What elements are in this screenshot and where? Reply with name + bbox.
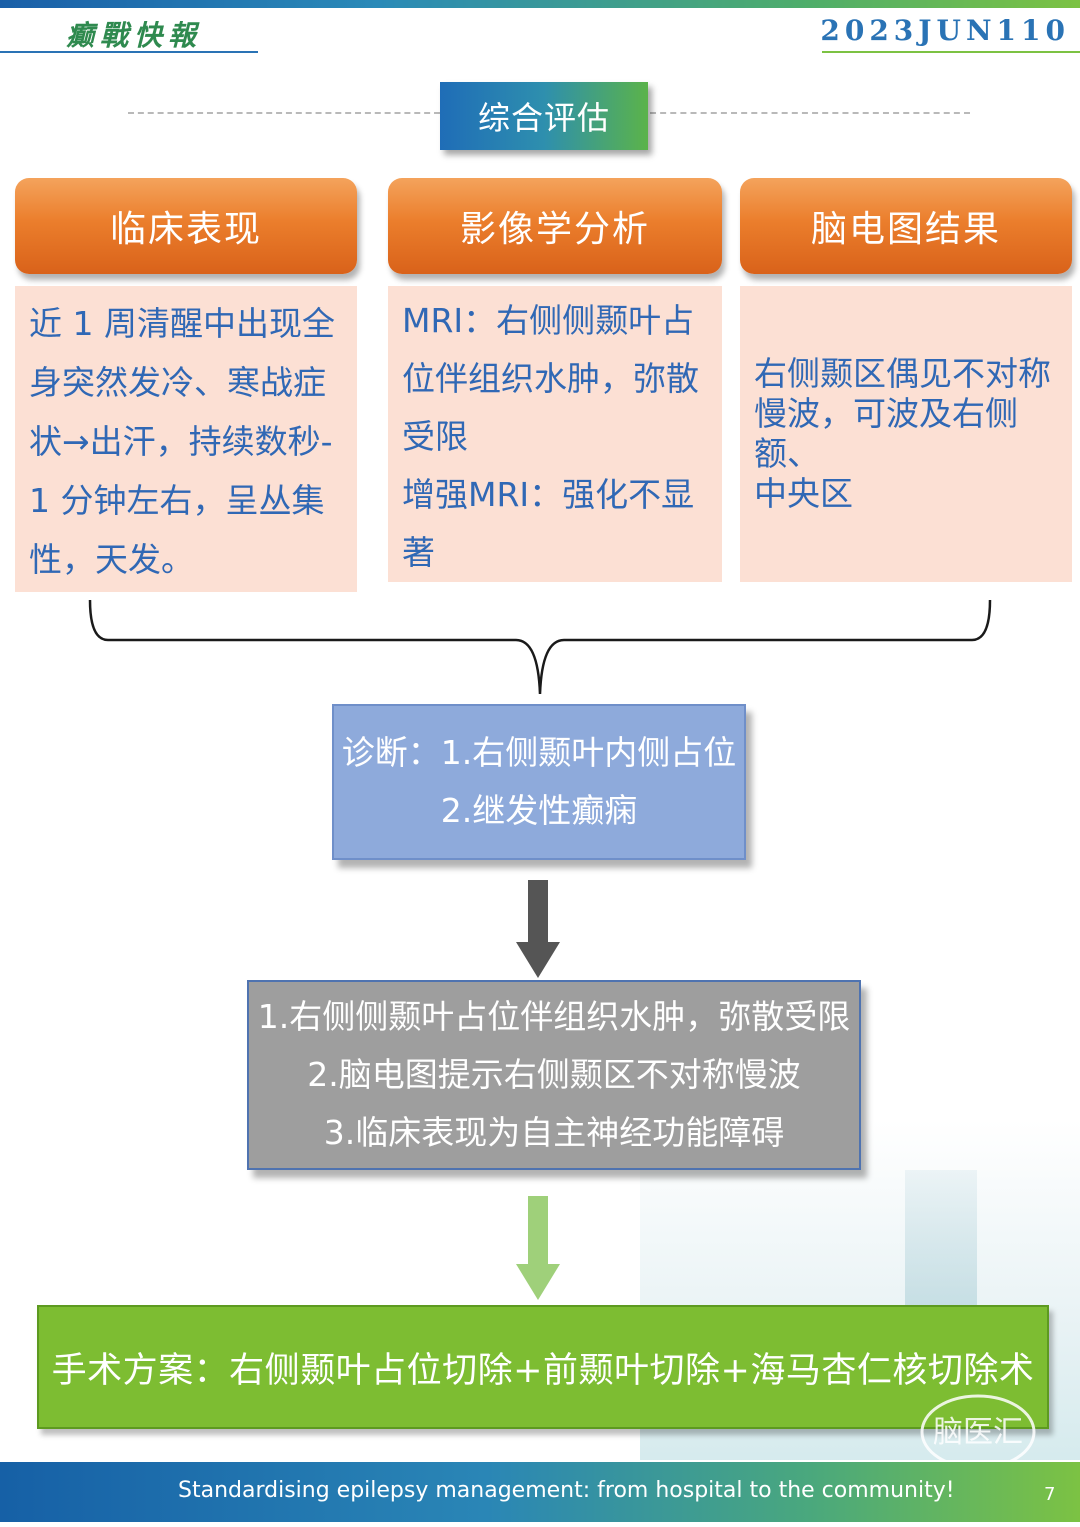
- imaging-line: 位伴组织水肿，弥散: [402, 359, 699, 398]
- imaging-line: MRI：右侧侧颞叶占: [402, 301, 695, 340]
- watermark-logo-icon: 脑医汇: [920, 1394, 1036, 1470]
- surgical-plan-text: 手术方案：右侧颞叶占位切除+前颞叶切除+海马杏仁核切除术: [51, 1350, 1035, 1391]
- summary-line-2: 2.脑电图提示右侧颞区不对称慢波: [307, 1055, 801, 1094]
- brand-logo-text: 癫戰快報: [66, 19, 203, 52]
- title-dash-right: [650, 112, 970, 114]
- surgical-plan-box: 手术方案：右侧颞叶占位切除+前颞叶切除+海马杏仁核切除术: [37, 1305, 1049, 1429]
- issue-number: 2023JUN110: [820, 14, 1070, 47]
- eeg-line: 中央区: [754, 474, 853, 513]
- down-arrow-icon: [516, 1196, 560, 1300]
- watermark-text: 脑医汇: [933, 1415, 1023, 1450]
- imaging-line: 增强MRI：强化不显: [402, 475, 695, 514]
- category-eeg-header: 脑电图结果: [740, 178, 1072, 274]
- diagnosis-line-1: 诊断：1.右侧颞叶内侧占位: [341, 733, 737, 772]
- imaging-line: 受限: [402, 417, 468, 456]
- page-number: 7: [1044, 1484, 1056, 1505]
- summary-line-3: 3.临床表现为自主神经功能障碍: [323, 1113, 785, 1152]
- eeg-line: 右侧颞区偶见不对称: [754, 354, 1051, 393]
- title-dash-left: [128, 112, 440, 114]
- imaging-card: MRI：右侧侧颞叶占 位伴组织水肿，弥散 受限 增强MRI：强化不显 著: [388, 286, 722, 582]
- top-gradient-bar: [0, 0, 1080, 8]
- imaging-line: 著: [402, 533, 435, 572]
- diagnosis-line-2: 2.继发性癫痫: [440, 791, 638, 830]
- summary-line-1: 1.右侧侧颞叶占位伴组织水肿，弥散受限: [257, 997, 851, 1036]
- clinical-line: 身突然发冷、寒战症: [29, 363, 326, 402]
- summary-box: 1.右侧侧颞叶占位伴组织水肿，弥散受限 2.脑电图提示右侧颞区不对称慢波 3.临…: [247, 980, 861, 1170]
- eeg-line: 慢波，可波及右侧额、: [754, 394, 1018, 473]
- brand-underline: [0, 51, 258, 53]
- clinical-line: 状→出汗，持续数秒-: [29, 422, 333, 461]
- grouping-brace: [88, 599, 992, 695]
- clinical-line: 性，天发。: [29, 540, 194, 579]
- issue-underline: [822, 51, 1080, 53]
- category-clinical-header: 临床表现: [15, 178, 357, 274]
- clinical-line: 近 1 周清醒中出现全: [29, 304, 335, 343]
- clinical-card: 近 1 周清醒中出现全 身突然发冷、寒战症 状→出汗，持续数秒- 1 分钟左右，…: [15, 286, 357, 592]
- slide-title: 综合评估: [440, 82, 648, 150]
- down-arrow-icon: [516, 880, 560, 978]
- eeg-card: 右侧颞区偶见不对称 慢波，可波及右侧额、 中央区: [740, 286, 1072, 582]
- category-imaging-header: 影像学分析: [388, 178, 722, 274]
- footer-slogan: Standardising epilepsy management: from …: [178, 1478, 955, 1503]
- diagnosis-box: 诊断：1.右侧颞叶内侧占位 2.继发性癫痫: [332, 704, 746, 860]
- footer-bar: [0, 1462, 1080, 1522]
- clinical-line: 1 分钟左右，呈丛集: [29, 481, 325, 520]
